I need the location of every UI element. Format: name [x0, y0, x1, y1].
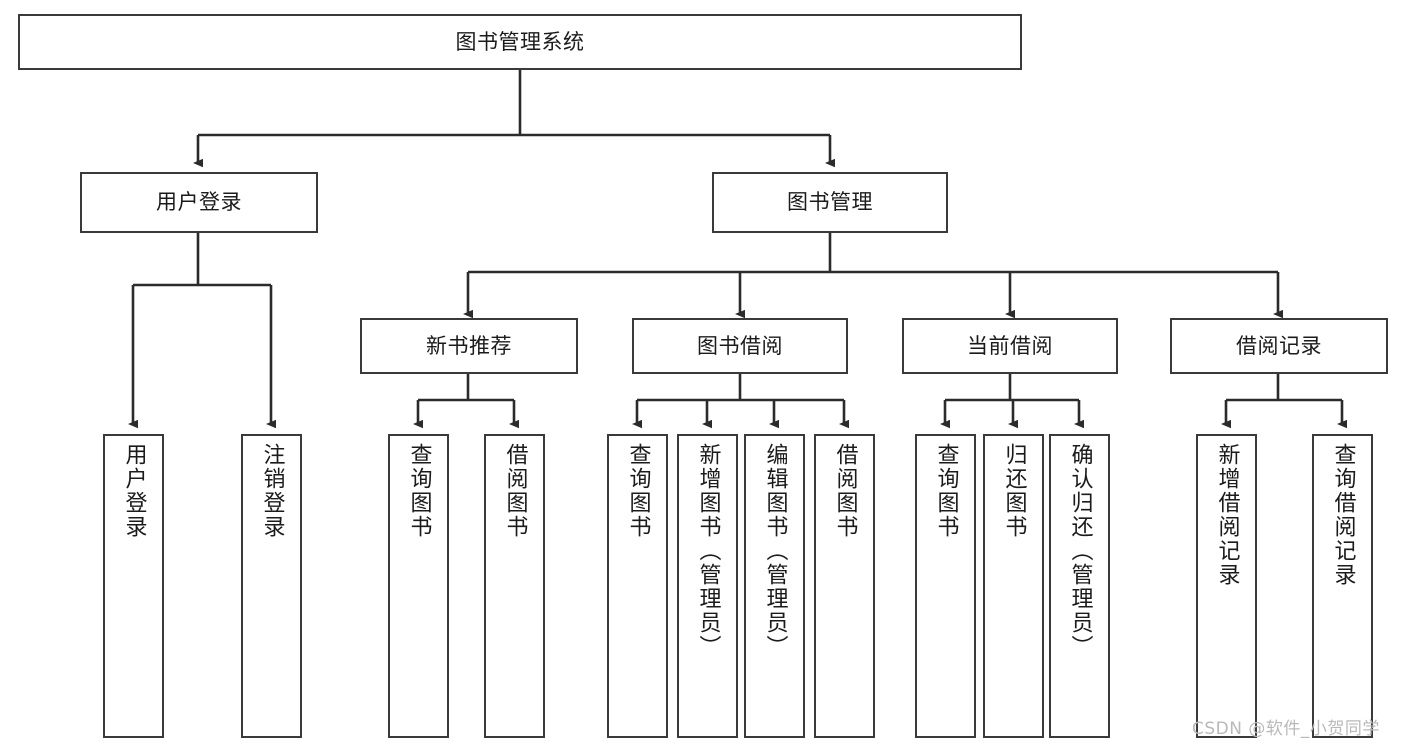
node-new-book-recommend-label: 新书推荐 — [426, 333, 512, 358]
node-root-book-management-system[interactable]: 图书管理系统 — [18, 14, 1022, 70]
leaf-label: 注销登录 — [259, 443, 285, 539]
leaf-label: 借阅图书 — [832, 443, 858, 539]
leaf-book-borrow-query-book[interactable]: 查询图书 — [607, 434, 668, 738]
leaf-new-book-query-book[interactable]: 查询图书 — [388, 434, 449, 738]
leaf-label: 归还图书 — [1001, 443, 1027, 539]
leaf-book-borrow-borrow-book[interactable]: 借阅图书 — [814, 434, 875, 738]
leaf-book-borrow-add-book-admin[interactable]: 新增图书（管理员） — [677, 434, 738, 738]
leaf-label: 查询图书 — [625, 443, 651, 539]
node-book-borrow[interactable]: 图书借阅 — [632, 318, 848, 374]
leaf-label: 借阅图书 — [502, 443, 528, 539]
leaf-current-borrow-confirm-return-admin[interactable]: 确认归还（管理员） — [1049, 434, 1110, 738]
leaf-user-login-logout[interactable]: 注销登录 — [241, 434, 302, 738]
node-book-borrow-label: 图书借阅 — [697, 333, 783, 358]
leaf-label: 查询图书 — [933, 443, 959, 539]
leaf-label: 新增图书（管理员） — [695, 443, 721, 659]
node-user-login-label: 用户登录 — [156, 190, 242, 215]
leaf-label: 查询图书 — [406, 443, 432, 539]
leaf-label: 查询借阅记录 — [1330, 443, 1356, 587]
leaf-new-book-borrow-book[interactable]: 借阅图书 — [484, 434, 545, 738]
leaf-label: 新增借阅记录 — [1214, 443, 1240, 587]
node-root-label: 图书管理系统 — [455, 29, 585, 54]
leaf-current-borrow-return-book[interactable]: 归还图书 — [983, 434, 1044, 738]
leaf-current-borrow-query-book[interactable]: 查询图书 — [915, 434, 976, 738]
node-current-borrow[interactable]: 当前借阅 — [902, 318, 1118, 374]
leaf-book-borrow-edit-book-admin[interactable]: 编辑图书（管理员） — [744, 434, 805, 738]
node-book-management[interactable]: 图书管理 — [712, 172, 948, 233]
leaf-label: 确认归还（管理员） — [1067, 443, 1093, 659]
leaf-borrow-record-add-record[interactable]: 新增借阅记录 — [1196, 434, 1257, 738]
leaf-label: 编辑图书（管理员） — [762, 443, 788, 659]
leaf-user-login-login[interactable]: 用户登录 — [103, 434, 164, 738]
node-user-login[interactable]: 用户登录 — [80, 172, 318, 233]
node-borrow-record-label: 借阅记录 — [1236, 333, 1322, 358]
node-book-management-label: 图书管理 — [787, 190, 873, 215]
node-new-book-recommend[interactable]: 新书推荐 — [360, 318, 578, 374]
node-borrow-record[interactable]: 借阅记录 — [1170, 318, 1388, 374]
leaf-label: 用户登录 — [121, 443, 147, 539]
node-current-borrow-label: 当前借阅 — [967, 333, 1053, 358]
leaf-borrow-record-query-record[interactable]: 查询借阅记录 — [1312, 434, 1373, 738]
